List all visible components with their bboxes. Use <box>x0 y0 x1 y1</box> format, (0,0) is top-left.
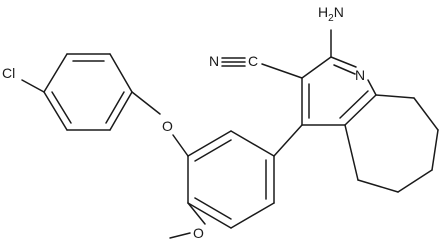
pyridine-ring <box>301 56 377 126</box>
amino-sub: 2 <box>328 13 334 24</box>
methoxy-oxygen-label: O <box>193 225 204 240</box>
chlorophenyl-ring <box>43 53 133 131</box>
cycloheptane-ring <box>344 94 439 193</box>
methoxyphenyl-ring <box>187 130 275 229</box>
nitrile-carbon-label: C <box>248 53 258 69</box>
amino-n: N <box>334 4 344 20</box>
methoxy-bond <box>187 202 206 225</box>
chlorine-label: Cl <box>2 65 15 81</box>
ether-oxygen-label: O <box>162 118 173 134</box>
pyridine-nitrogen-label: N <box>355 67 365 83</box>
biaryl-bond <box>273 124 303 157</box>
o-ch2-bond <box>172 134 189 157</box>
amino-label: H2N <box>318 4 344 24</box>
methyl-bond <box>169 232 191 239</box>
nitrile-nitrogen-label: N <box>209 53 219 69</box>
aryl-o-bond <box>131 91 161 115</box>
ring-cn-bond <box>261 63 303 79</box>
cl-bond <box>21 79 45 93</box>
amino-h: H <box>318 4 328 20</box>
